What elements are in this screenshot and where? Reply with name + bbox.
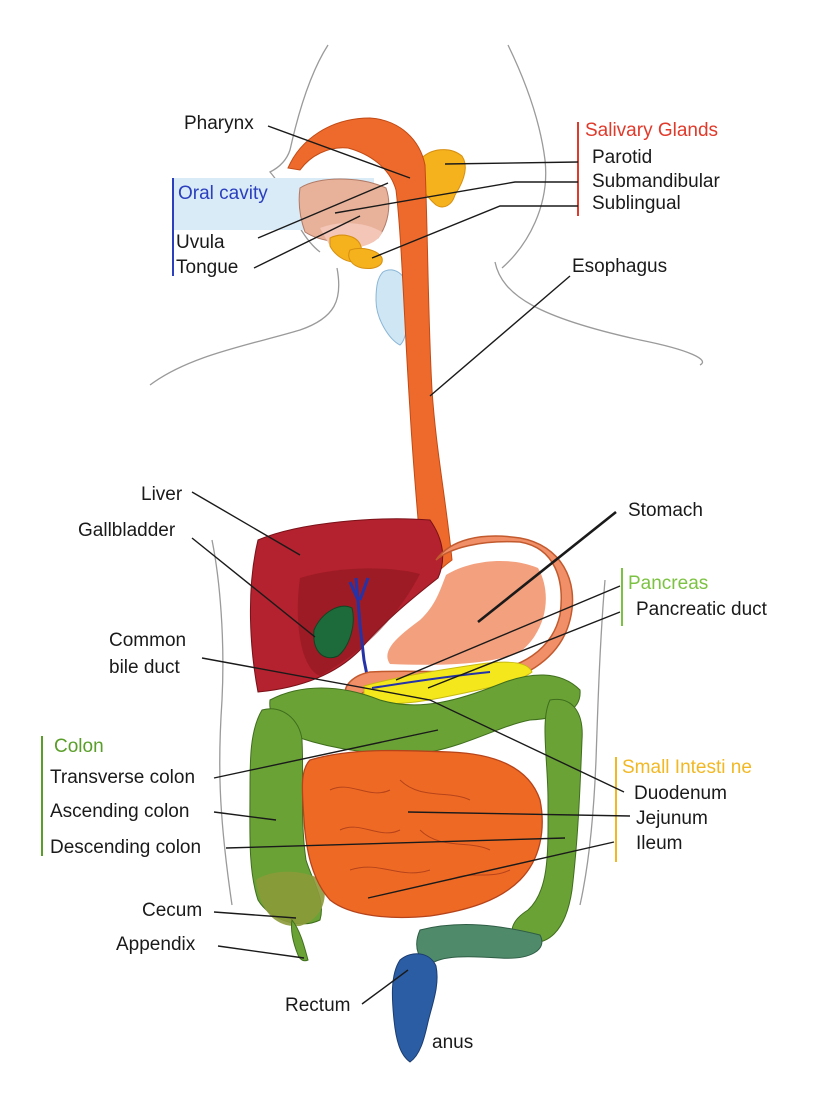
parotid-label: Parotid: [592, 147, 652, 168]
anus-label: anus: [432, 1032, 473, 1053]
uvula-leader: [257, 182, 389, 239]
small-intestine-title: Small Intesti ne: [622, 757, 752, 778]
duodenum-label: Duodenum: [634, 783, 727, 804]
leader-lines: [191, 125, 631, 1005]
pancreatic-duct-leader: [427, 611, 621, 689]
torso-right: [579, 579, 606, 906]
pancreas-title: Pancreas: [628, 573, 708, 594]
pancreatic-duct-shape: [371, 671, 491, 689]
common-bile-duct-label-line1: Common: [109, 630, 186, 651]
appendix-shape: [291, 918, 309, 962]
pharynx-leader: [267, 125, 411, 179]
gallbladder-leader: [191, 537, 316, 638]
pancreas-leader: [395, 585, 621, 681]
ascending-colon-leader: [213, 811, 277, 821]
jejunum-leader: [407, 811, 631, 817]
rectum-label: Rectum: [285, 995, 350, 1016]
stomach-body: [387, 560, 546, 665]
gallbladder-shape: [313, 605, 354, 659]
parotid-leader: [444, 161, 579, 165]
rectum-leader: [361, 969, 409, 1005]
ileum-leader: [367, 841, 615, 899]
appendix-label: Appendix: [116, 934, 196, 955]
small-intestine-shapes: [301, 749, 543, 919]
ileum-label: Ileum: [636, 833, 682, 854]
descending-colon-label: Descending colon: [50, 837, 201, 858]
liver-leader: [191, 491, 301, 556]
transverse-colon-leader: [213, 729, 439, 779]
head-outline-right: [501, 44, 547, 269]
bile-duct-shape: [348, 577, 372, 691]
common-bile-duct-label-line2: bile duct: [109, 657, 180, 678]
ascending-colon-label: Ascending colon: [50, 801, 189, 822]
tongue-label: Tongue: [176, 257, 238, 278]
cecum-shape: [256, 871, 325, 927]
neck-left: [149, 267, 340, 386]
colon-title: Colon: [54, 736, 104, 757]
liver-label: Liver: [141, 484, 183, 505]
pancreatic-duct-label: Pancreatic duct: [636, 599, 768, 620]
sigmoid-colon-shape: [416, 924, 543, 966]
small-intestine-folds: [329, 779, 511, 881]
cecum-leader: [213, 911, 297, 919]
esophagus-label: Esophagus: [572, 256, 667, 277]
descending-colon-leader: [225, 837, 566, 849]
oral-cavity-title: Oral cavity: [178, 183, 268, 204]
salivary-glands-title: Salivary Glands: [585, 120, 718, 141]
sublingual-leader: [371, 205, 578, 259]
colon-shapes: [249, 674, 583, 966]
head-outline-left: [268, 44, 329, 201]
small-intestine-mass: [301, 749, 543, 919]
esophagus-leader: [429, 275, 571, 397]
neck-right: [494, 261, 704, 366]
submandibular-label: Submandibular: [592, 171, 720, 192]
sublingual-label: Sublingual: [592, 193, 681, 214]
stomach-label: Stomach: [628, 500, 703, 521]
transverse-colon-label: Transverse colon: [50, 767, 195, 788]
uvula-label: Uvula: [176, 232, 225, 253]
ascending-colon-shape: [249, 708, 322, 925]
body-outline: [149, 44, 704, 906]
cecum-label: Cecum: [142, 900, 202, 921]
jejunum-label: Jejunum: [636, 808, 708, 829]
rectum-shape: [391, 953, 438, 1063]
tongue-leader: [253, 215, 361, 269]
sublingual-gland-shape: [348, 247, 383, 269]
stomach-leader: [477, 510, 617, 624]
submandibular-leader: [334, 181, 578, 214]
torso-left: [211, 539, 233, 906]
pharynx-label: Pharynx: [184, 113, 254, 134]
appendix-leader: [217, 945, 305, 959]
common-bile-duct-leader: [201, 657, 625, 793]
gallbladder-label: Gallbladder: [78, 520, 176, 541]
